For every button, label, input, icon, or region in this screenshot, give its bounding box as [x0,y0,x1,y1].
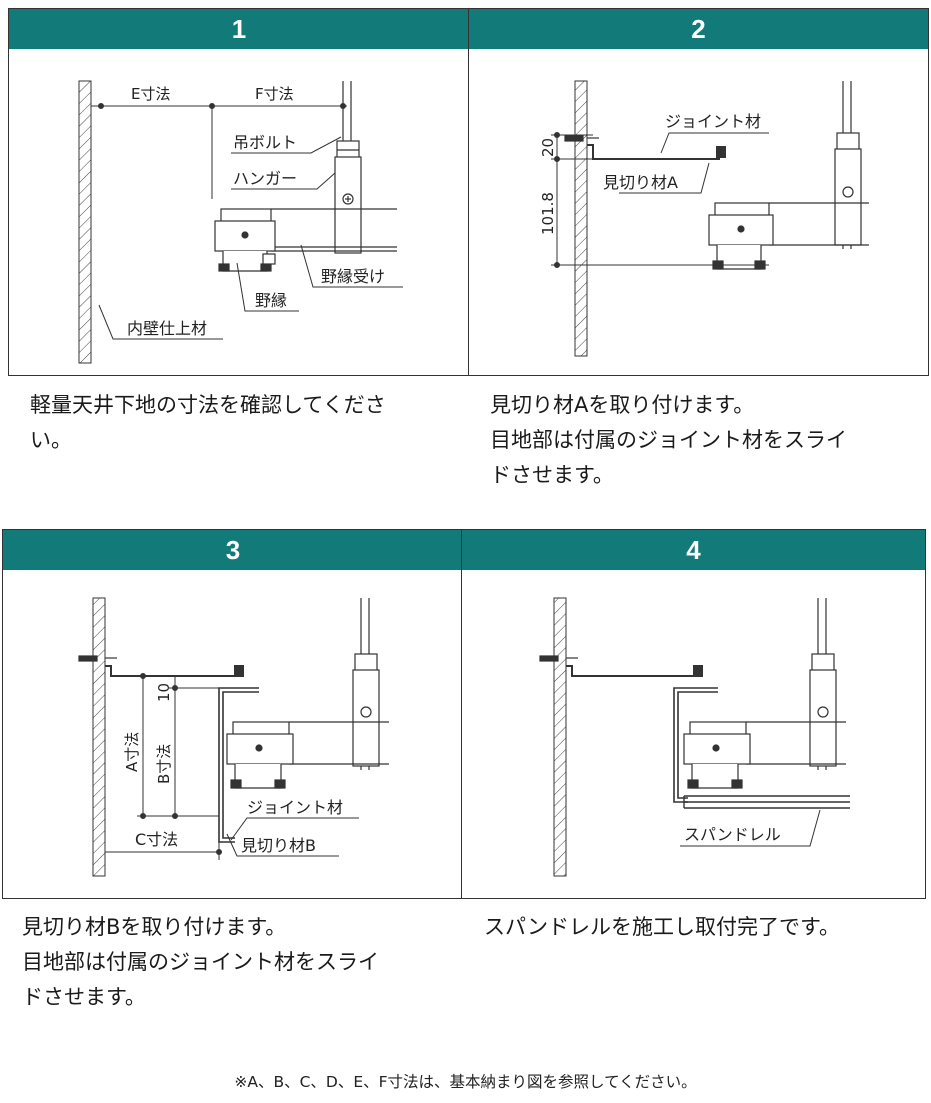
step-4-description: スパンドレルを施工し取付完了です。 [484,910,840,945]
nobuchi-shape [708,202,774,270]
dimension-vertical [551,132,769,268]
step-1-description: 軽量天井下地の寸法を確認してくださ い。 [30,388,386,458]
mikiri-a-shape [587,144,726,160]
description-line: 見切り材Bを取り付けます。 [22,915,287,939]
nobuchi-uke-shape [769,202,869,246]
label-joint: ジョイント材 [665,112,761,131]
step-1-panel: 1 [8,8,470,376]
nobuchi-shape [226,721,294,789]
description-line: 目地部は付属のジョイント材をスライ [22,950,379,974]
description-line: ドさせます。 [490,463,614,487]
label-b-dim: B寸法 [155,744,173,784]
nobuchi-shape [683,721,751,789]
wall-section [574,80,588,357]
label-a-dim: A寸法 [123,732,141,772]
leader-lines [98,136,403,340]
footnote: ※A、B、C、D、E、F寸法は、基本納まり図を参照してください。 [234,1073,697,1091]
label-spandrel: スパンドレル [684,825,781,844]
leader-lines [680,809,821,847]
leader-lines [226,817,359,857]
label-hanger: ハンガー [233,169,297,188]
hanger-shape [809,669,837,767]
description-line: 軽量天井下地の寸法を確認してくださ [30,393,386,417]
nobuchi-uke-shape [271,208,397,252]
nobuchi-uke-shape [746,721,846,765]
step-4-diagram: スパンドレル [539,597,850,877]
label-c-dim: C寸法 [135,830,178,849]
label-f-dim: F寸法 [255,85,294,103]
label-joint: ジョイント材 [247,798,343,817]
label-dim-101-8: 101.8 [539,192,557,235]
wall-section [553,597,567,877]
description-line: 目地部は付属のジョイント材をスライ [490,428,847,452]
wall-section [78,80,92,364]
step-2-diagram: 20 101.8 ジョイント材 見切り材A [539,80,869,357]
label-e-dim: E寸法 [131,85,170,103]
step-1-number: 1 [9,9,469,49]
nobuchi-uke-shape [289,721,389,765]
step-4-number: 4 [462,530,925,570]
description-line: 見切り材Aを取り付けます。 [490,393,755,417]
step-1-diagram: E寸法 F寸法 吊ボルト ハンガー 野縁受け 野縁 内壁仕上材 [78,80,403,364]
label-nobuchi: 野縁 [255,291,287,310]
screw-shape [539,655,578,662]
label-inner-wall: 内壁仕上材 [127,319,207,338]
nobuchi-shape [214,208,276,272]
step-2-number: 2 [469,9,928,49]
description-line: い。 [30,428,72,452]
spandrel-shape [683,795,850,809]
leader-lines [619,132,769,194]
wall-section [92,597,106,877]
dimension-ef [91,103,347,199]
hanger-shape [834,148,862,246]
label-mikiri-b: 見切り材B [241,836,316,855]
screw-shape [78,655,117,662]
step-3-number: 3 [3,530,463,570]
step-2-description: 見切り材Aを取り付けます。 目地部は付属のジョイント材をスライ ドさせます。 [490,388,847,493]
step-3-panel: 3 [2,529,464,899]
label-nobuchi-uke: 野縁受け [321,267,385,286]
step-2-panel: 2 [468,8,929,376]
hanger-shape [352,669,380,767]
step-3-diagram: 10 A寸法 B寸法 C寸法 ジョイント材 見切り材B [78,597,389,877]
description-line: ドさせます。 [22,985,146,1009]
mikiri-a-shape [566,665,703,677]
step-3-description: 見切り材Bを取り付けます。 目地部は付属のジョイント材をスライ ドさせます。 [22,910,379,1015]
description-line: スパンドレルを施工し取付完了です。 [484,915,840,939]
dimension-vertical [105,673,239,860]
step-4-panel: 4 [461,529,926,899]
screw-shape [564,135,599,142]
label-hanging-bolt: 吊ボルト [233,133,297,152]
label-dim-20: 20 [539,138,557,157]
label-dim-10: 10 [155,683,173,702]
mikiri-a-shape [105,665,244,677]
mikiri-b-shape [673,687,718,803]
hanger-shape [334,156,362,254]
label-mikiri-a: 見切り材A [603,173,678,192]
